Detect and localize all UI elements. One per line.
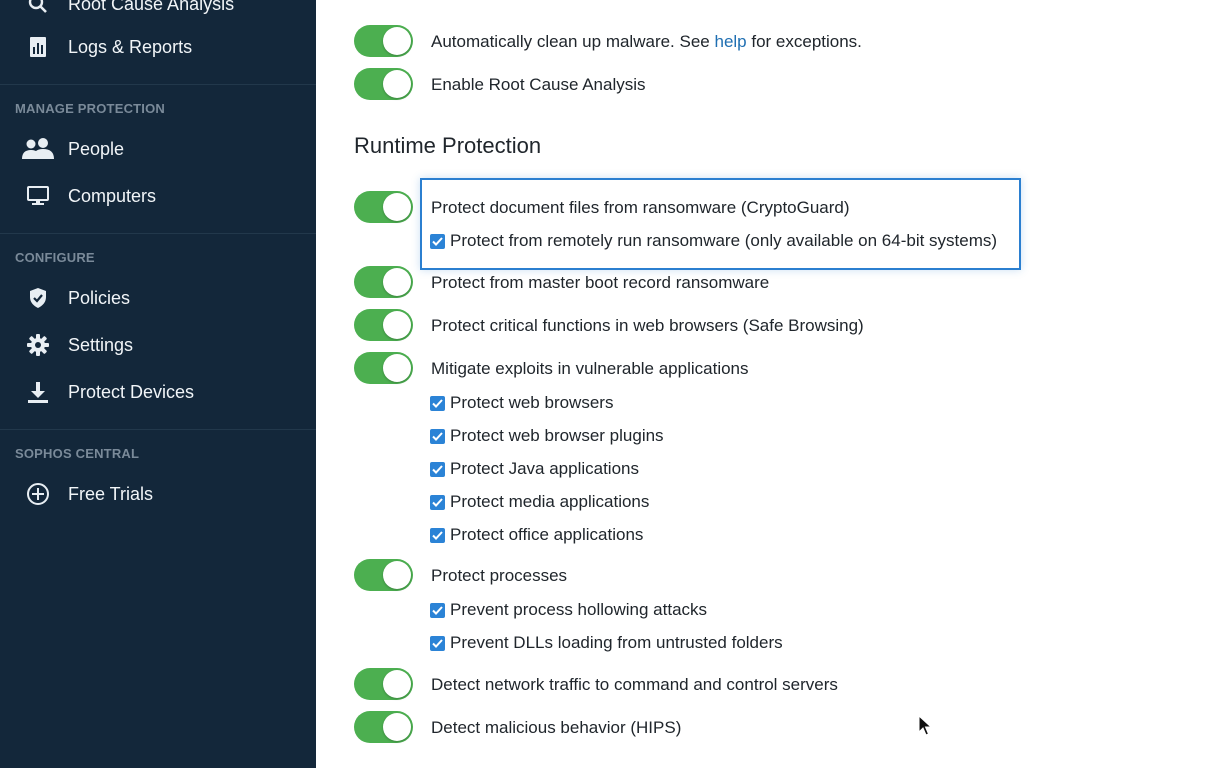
setting-label-part: for exceptions. [746, 32, 862, 51]
sidebar-item-label: Free Trials [68, 483, 154, 504]
toggle-knob [383, 713, 411, 741]
shield-icon [26, 286, 50, 310]
sidebar-item-computers[interactable]: Computers [0, 176, 316, 216]
divider [0, 429, 316, 430]
setting-label: Mitigate exploits in vulnerable applicat… [431, 359, 749, 378]
check-icon [432, 605, 443, 615]
sidebar-item-label: Root Cause Analysis [68, 0, 235, 14]
sidebar-item-root-cause-analysis[interactable]: Root Cause Analysis [0, 0, 316, 24]
checkbox[interactable] [430, 395, 445, 411]
checkbox[interactable] [430, 461, 445, 477]
gear-icon [26, 333, 50, 357]
check-icon [432, 431, 443, 441]
sub-option-label: Protect web browser plugins [450, 426, 664, 445]
sub-option-label: Protect office applications [450, 525, 644, 544]
toggle-knob [383, 561, 411, 589]
highlight-box [420, 178, 1021, 270]
sidebar-item-label: Protect Devices [68, 381, 195, 402]
check-icon [432, 497, 443, 507]
checkbox[interactable] [430, 527, 445, 543]
section-heading: SOPHOS CENTRAL [15, 446, 140, 461]
sidebar-item-label: Settings [68, 334, 134, 355]
reports-icon [26, 35, 50, 59]
sub-option-office: Protect office applications [430, 523, 643, 547]
toggle-knob [383, 268, 411, 296]
toggle-knob [383, 70, 411, 98]
setting-label: Automatically clean up malware. See help… [431, 32, 862, 52]
sub-option-process-hollowing: Prevent process hollowing attacks [430, 598, 707, 622]
sidebar-item-label: People [68, 138, 125, 159]
check-icon [432, 398, 443, 408]
section-heading: CONFIGURE [15, 250, 95, 265]
toggle-knob [383, 311, 411, 339]
checkbox[interactable] [430, 494, 445, 510]
toggle-switch[interactable] [354, 266, 413, 298]
checkbox[interactable] [430, 602, 445, 618]
checkbox[interactable] [430, 233, 445, 249]
toggle-knob [383, 354, 411, 382]
sidebar-item-label: Logs & Reports [68, 36, 193, 57]
section-heading: MANAGE PROTECTION [15, 101, 166, 116]
setting-label: Detect network traffic to command and co… [431, 675, 838, 694]
sidebar-item-free-trials[interactable]: Free Trials [0, 474, 316, 514]
people-icon [20, 137, 56, 161]
setting-label: Enable Root Cause Analysis [431, 75, 646, 94]
sidebar-item-settings[interactable]: Settings [0, 325, 316, 365]
toggle-switch[interactable] [354, 309, 413, 341]
sub-option-media: Protect media applications [430, 490, 649, 514]
check-icon [432, 638, 443, 648]
toggle-knob [383, 193, 411, 221]
toggle-switch[interactable] [354, 25, 413, 57]
download-icon [26, 380, 50, 404]
sidebar-item-protect-devices[interactable]: Protect Devices [0, 372, 316, 412]
sub-option-web-browsers: Protect web browsers [430, 391, 613, 415]
toggle-switch[interactable] [354, 559, 413, 591]
sub-option-browser-plugins: Protect web browser plugins [430, 424, 664, 448]
sub-option-remote-ransomware: Protect from remotely run ransomware (on… [430, 229, 997, 253]
sub-option-java: Protect Java applications [430, 457, 639, 481]
toggle-switch[interactable] [354, 68, 413, 100]
computer-icon [26, 184, 50, 208]
setting-label: Protect document files from ransomware (… [431, 198, 850, 217]
sidebar-item-people[interactable]: People [0, 129, 316, 169]
setting-label: Detect malicious behavior (HIPS) [431, 718, 682, 737]
sub-option-dll-loading: Prevent DLLs loading from untrusted fold… [430, 631, 783, 655]
toggle-switch[interactable] [354, 352, 413, 384]
sidebar-item-label: Policies [68, 287, 131, 308]
main-content: Automatically clean up malware. See help… [316, 0, 1229, 768]
check-icon [432, 236, 443, 246]
sub-option-label: Protect from remotely run ransomware (on… [450, 231, 998, 250]
checkbox[interactable] [430, 428, 445, 444]
section-title-runtime-protection: Runtime Protection [354, 133, 542, 158]
sub-option-label: Protect media applications [450, 492, 650, 511]
plus-circle-icon [26, 482, 50, 506]
setting-label: Protect processes [431, 566, 568, 585]
sub-option-label: Protect Java applications [450, 459, 639, 478]
toggle-knob [383, 670, 411, 698]
sidebar: Root Cause Analysis Logs & Reports MANAG… [0, 0, 316, 768]
search-icon [26, 0, 50, 16]
divider [0, 233, 316, 234]
toggle-switch[interactable] [354, 668, 413, 700]
sub-option-label: Protect web browsers [450, 393, 614, 412]
toggle-switch[interactable] [354, 191, 413, 223]
setting-label: Protect from master boot record ransomwa… [431, 273, 770, 292]
toggle-switch[interactable] [354, 711, 413, 743]
help-link[interactable]: help [714, 32, 747, 51]
checkbox[interactable] [430, 635, 445, 651]
setting-label-part: Automatically clean up malware. See [431, 32, 715, 51]
sub-option-label: Prevent DLLs loading from untrusted fold… [450, 633, 783, 652]
mouse-cursor-icon [918, 715, 932, 736]
sidebar-item-logs-reports[interactable]: Logs & Reports [0, 27, 316, 67]
check-icon [432, 530, 443, 540]
divider [0, 84, 316, 85]
sub-option-label: Prevent process hollowing attacks [450, 600, 708, 619]
sidebar-item-policies[interactable]: Policies [0, 278, 316, 318]
check-icon [432, 464, 443, 474]
sidebar-item-label: Computers [68, 185, 157, 206]
toggle-knob [383, 27, 411, 55]
setting-label: Protect critical functions in web browse… [431, 316, 864, 335]
